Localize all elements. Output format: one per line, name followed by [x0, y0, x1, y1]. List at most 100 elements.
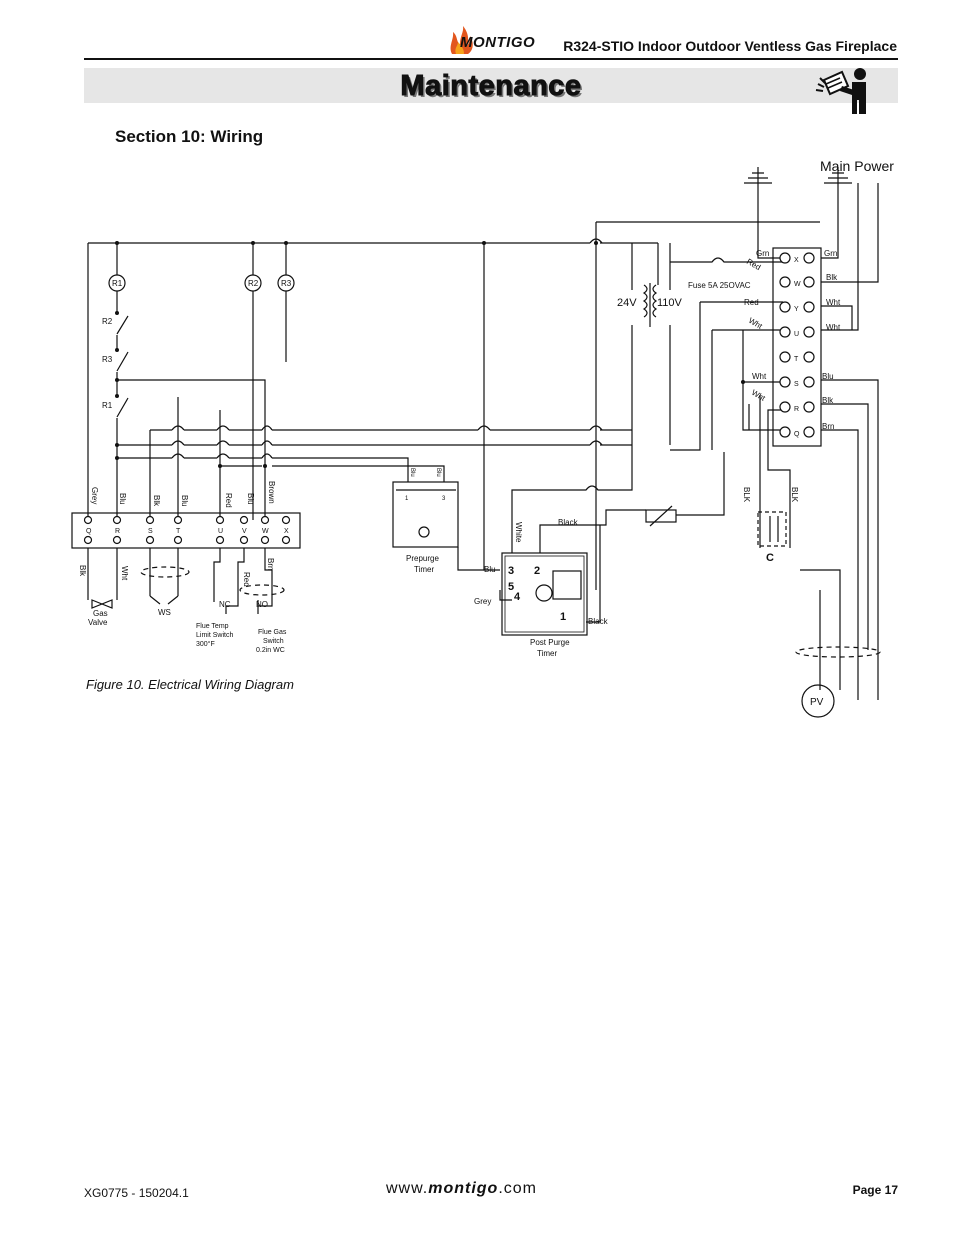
- flue-gas-label: Flue Gas: [258, 629, 287, 636]
- wire-label: Grey: [474, 597, 491, 606]
- prepurge-label: Timer: [414, 565, 434, 574]
- flue-temp-label: Limit Switch: [196, 632, 233, 639]
- section-title: Section 10: Wiring: [115, 127, 264, 146]
- wire-label: White: [514, 522, 523, 543]
- wire-label: Grn: [824, 249, 837, 258]
- wire-label: Wht: [826, 298, 841, 307]
- figure-caption: Figure 10. Electrical Wiring Diagram: [86, 677, 294, 692]
- terminal-label: U: [218, 528, 223, 535]
- pin-label: 4: [514, 591, 521, 603]
- terminal-label: W: [794, 281, 801, 288]
- flue-gas-label: Switch: [263, 638, 284, 645]
- band-title: Maintenance: [400, 70, 582, 103]
- section-band: Maintenance: [84, 68, 898, 103]
- wire-label: Brn: [822, 422, 834, 431]
- flue-temp-label: Flue Temp: [196, 623, 229, 630]
- flue-temp-label: 300°F: [196, 640, 215, 648]
- terminal-label: U: [794, 331, 799, 338]
- wire-label: Brown: [267, 481, 276, 504]
- pv-label: PV: [810, 697, 824, 708]
- terminal-label: W: [262, 528, 269, 535]
- website-link[interactable]: www.montigo.com: [386, 1180, 537, 1198]
- postpurge-label: Post Purge: [530, 638, 570, 647]
- web-prefix: www.: [386, 1180, 429, 1197]
- web-suffix: .com: [498, 1180, 537, 1197]
- montigo-flame-logo-icon: [450, 26, 473, 54]
- wire-label: Wht: [750, 388, 767, 403]
- ws-label: WS: [158, 608, 171, 617]
- wire-label: BLK: [742, 487, 751, 503]
- wire-label: Wht: [752, 372, 767, 381]
- wire-label: Blk: [822, 396, 834, 405]
- relay-label: R2: [248, 279, 259, 288]
- terminal-label: S: [148, 528, 153, 535]
- no-label: NO: [256, 600, 268, 609]
- document-code: XG0775 - 150204.1: [84, 1186, 189, 1200]
- main-power-label: Main Power: [820, 158, 894, 174]
- pin-label: 3: [508, 565, 514, 577]
- pin-label: Blu: [409, 468, 415, 477]
- wire-label: Red: [744, 298, 759, 307]
- terminal-label: R: [794, 406, 799, 413]
- prepurge-label: Prepurge: [406, 554, 439, 563]
- reader-icon: [815, 68, 866, 114]
- capacitor-label: C: [766, 552, 774, 564]
- wire-label: Wht: [120, 566, 129, 581]
- pin-label: 1: [560, 611, 566, 623]
- terminal-label: X: [284, 528, 289, 535]
- wire-label: Red: [242, 572, 251, 587]
- flue-gas-label: 0.2in WC: [256, 647, 285, 654]
- terminal-label: Q: [794, 431, 800, 438]
- wire-label: Wht: [747, 316, 764, 331]
- wire-label: Black: [558, 518, 579, 527]
- terminal-label: T: [794, 356, 799, 363]
- web-brand: montigo: [428, 1180, 499, 1197]
- wire-label: Red: [745, 257, 762, 272]
- wire-label: Grn: [756, 249, 769, 258]
- page-number: Page 17: [852, 1183, 898, 1197]
- montigo-logo: MONTIGO: [446, 26, 538, 56]
- terminal-label: V: [242, 528, 247, 535]
- wire-label: Grey: [90, 487, 99, 504]
- switch-label: R2: [102, 317, 113, 326]
- terminal-label: Y: [794, 306, 799, 313]
- nc-label: NC: [219, 600, 231, 609]
- transformer-high-label: 110V: [657, 297, 683, 309]
- wiring-diagram: Main Power R1 R2 R3 R2 R3 R1 Q R S T U V…: [71, 158, 894, 718]
- wire-label: Blu: [246, 493, 255, 505]
- wire-label: Blk: [152, 495, 161, 507]
- pin-label: Blu: [435, 468, 441, 477]
- wire-label: Brn: [266, 558, 275, 570]
- relay-label: R1: [112, 279, 123, 288]
- wire-label: Black: [588, 617, 609, 626]
- wire-label: Blu: [484, 565, 496, 574]
- ground-icons: [744, 167, 852, 184]
- document-title: R324-STIO Indoor Outdoor Ventless Gas Fi…: [563, 38, 897, 54]
- ground-icon: [744, 167, 772, 184]
- wire-label: Blu: [180, 495, 189, 507]
- pin-label: 1: [405, 496, 409, 502]
- switch-label: R1: [102, 401, 113, 410]
- pin-label: 5: [508, 581, 514, 593]
- header-divider: [84, 58, 898, 60]
- brand-wordmark: MONTIGO: [460, 34, 536, 51]
- relay-label: R3: [281, 279, 292, 288]
- terminal-label: Q: [86, 528, 92, 535]
- terminal-label: T: [176, 528, 181, 535]
- terminal-label: X: [794, 257, 799, 264]
- ground-icon: [824, 167, 852, 184]
- fuse-label: Fuse 5A 25OVAC: [688, 281, 751, 290]
- wire-label: Blk: [78, 565, 87, 577]
- postpurge-label: Timer: [537, 649, 557, 658]
- terminal-label: S: [794, 381, 799, 388]
- wire-label: Blu: [822, 372, 834, 381]
- wire-label: BLK: [790, 487, 799, 503]
- gas-valve-label: Valve: [88, 618, 108, 627]
- transformer-low-label: 24V: [617, 297, 637, 309]
- pin-label: 3: [442, 496, 446, 502]
- switch-label: R3: [102, 355, 113, 364]
- pin-label: 2: [534, 565, 540, 577]
- wire-label: Wht: [826, 323, 841, 332]
- wire-label: Red: [224, 493, 233, 508]
- terminal-label: R: [115, 528, 120, 535]
